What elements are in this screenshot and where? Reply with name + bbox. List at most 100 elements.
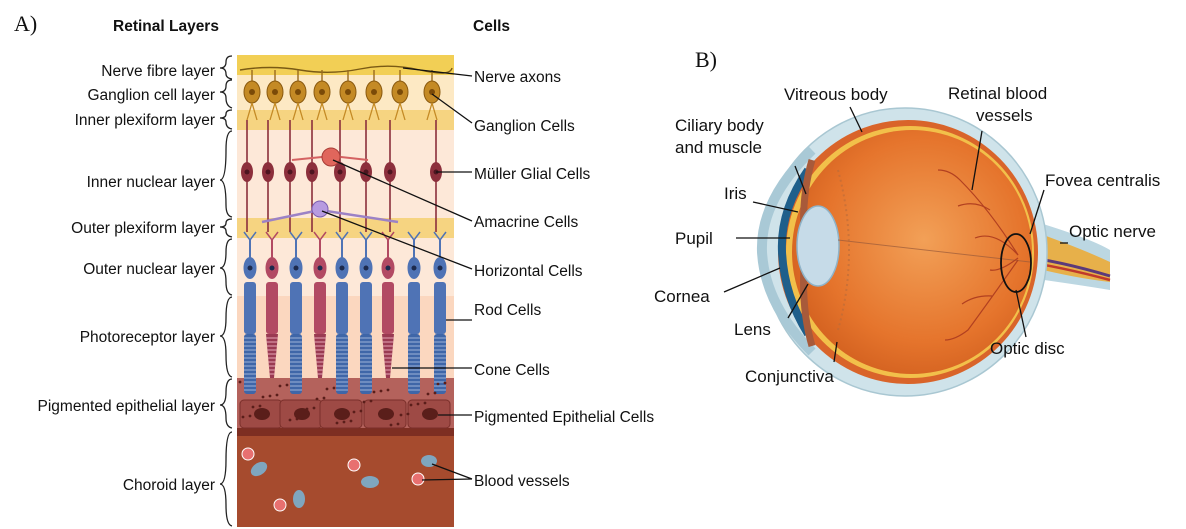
layer-label: Pigmented epithelial layer xyxy=(38,398,216,415)
label-vitreous-body: Vitreous body xyxy=(784,85,888,104)
brace-inner-nuclear xyxy=(220,131,232,217)
cell-label: Rod Cells xyxy=(474,302,541,319)
label-optic-nerve: Optic nerve xyxy=(1069,222,1156,241)
pigment-granule xyxy=(289,419,292,422)
pigment-granule xyxy=(350,420,353,423)
pigment-cell-nucleus xyxy=(378,408,394,420)
photoreceptor-nucleolus xyxy=(386,266,391,271)
photoreceptor-nucleolus xyxy=(364,266,369,271)
layer-label: Outer plexiform layer xyxy=(71,220,215,237)
cell-label: Amacrine Cells xyxy=(474,214,578,231)
ganglion-nucleus xyxy=(397,89,403,95)
pigment-granule xyxy=(336,422,339,425)
bipolar-nucleus xyxy=(288,170,293,175)
pigment-granule xyxy=(286,384,289,387)
layer-label: Nerve fibre layer xyxy=(101,63,215,80)
photoreceptor-nucleolus xyxy=(294,266,299,271)
blood-cell xyxy=(293,490,305,508)
cells-header: Cells xyxy=(473,18,510,35)
photoreceptor-inner-segment xyxy=(290,282,302,334)
photoreceptor-inner-segment xyxy=(434,282,446,334)
label-ciliary-body: Ciliary body xyxy=(675,116,764,135)
nerve-fibre-band xyxy=(237,55,454,75)
blood-cell xyxy=(361,476,379,488)
pigment-granule xyxy=(397,423,400,426)
pigment-granule xyxy=(407,413,410,416)
brace-ganglion xyxy=(220,80,232,108)
pigment-granule xyxy=(437,383,440,386)
pigment-granule xyxy=(417,403,420,406)
pigment-granule xyxy=(370,400,373,403)
cell-labels: Nerve axons Ganglion Cells Müller Glial … xyxy=(474,69,654,490)
pigment-granule xyxy=(296,418,299,421)
brace-nerve-fibre xyxy=(220,56,232,79)
photoreceptor-nucleolus xyxy=(248,266,253,271)
cell-label: Cone Cells xyxy=(474,362,550,379)
red-blood-cell xyxy=(242,448,254,460)
bipolar-nucleus xyxy=(388,170,393,175)
pigment-granule xyxy=(427,393,430,396)
pigment-granule xyxy=(424,402,427,405)
cell-label: Horizontal Cells xyxy=(474,263,583,280)
brace-choroid xyxy=(220,432,232,526)
photoreceptor-inner-segment xyxy=(360,282,372,334)
pigment-granule xyxy=(326,388,329,391)
pigment-granule xyxy=(360,410,363,413)
red-blood-cell xyxy=(348,459,360,471)
layer-label: Choroid layer xyxy=(123,477,215,494)
pigment-granule xyxy=(380,390,383,393)
pigment-granule xyxy=(262,396,265,399)
brace-outer-plexiform xyxy=(220,219,232,237)
pigment-granule xyxy=(269,395,272,398)
rod-outer-segment xyxy=(434,334,446,394)
photoreceptor-inner-segment xyxy=(382,282,394,334)
brace-photoreceptor xyxy=(220,297,232,377)
layer-label: Inner plexiform layer xyxy=(75,112,215,129)
label-lens: Lens xyxy=(734,320,771,339)
brace-pigment xyxy=(220,379,232,428)
photoreceptor-inner-segment xyxy=(266,282,278,334)
layer-label: Ganglion cell layer xyxy=(87,87,215,104)
pigment-granule xyxy=(333,387,336,390)
brace-inner-plexiform xyxy=(220,110,232,129)
photoreceptor-inner-segment xyxy=(314,282,326,334)
layer-label: Outer nuclear layer xyxy=(83,261,215,278)
ganglion-nucleus xyxy=(295,89,301,95)
photoreceptor-inner-segment xyxy=(408,282,420,334)
ganglion-nucleus xyxy=(319,89,325,95)
ganglion-nucleus xyxy=(249,89,255,95)
bipolar-nucleus xyxy=(266,170,271,175)
lens xyxy=(797,206,839,286)
panel-b: B) xyxy=(654,47,1160,396)
label-optic-disc: Optic disc xyxy=(990,339,1065,358)
pigment-granule xyxy=(410,404,413,407)
ganglion-nucleus xyxy=(272,89,278,95)
pigment-granule xyxy=(363,401,366,404)
horizontal-cell xyxy=(312,201,328,217)
rod-outer-segment xyxy=(408,334,420,394)
layer-braces xyxy=(220,56,232,526)
rod-outer-segment xyxy=(360,334,372,394)
layer-label: Inner nuclear layer xyxy=(87,174,215,191)
label-ciliary-muscle: and muscle xyxy=(675,138,762,157)
cell-label: Blood vessels xyxy=(474,473,570,490)
bruchs-membrane xyxy=(237,428,454,436)
cell-label: Pigmented Epithelial Cells xyxy=(474,409,654,426)
label-retinal-vessels: Retinal blood xyxy=(948,84,1047,103)
pigment-granule xyxy=(306,408,309,411)
ganglion-nucleus xyxy=(345,89,351,95)
label-cornea: Cornea xyxy=(654,287,710,306)
label-retinal-vessels-2: vessels xyxy=(976,106,1033,125)
cell-label: Müller Glial Cells xyxy=(474,166,591,183)
rod-outer-segment xyxy=(290,334,302,394)
retinal-layers-header: Retinal Layers xyxy=(113,18,219,35)
pigment-granule xyxy=(259,405,262,408)
label-iris: Iris xyxy=(724,184,747,203)
pigment-granule xyxy=(373,391,376,394)
photoreceptor-nucleolus xyxy=(412,266,417,271)
bipolar-nucleus xyxy=(338,170,343,175)
pigment-granule xyxy=(252,406,255,409)
amacrine-cell xyxy=(322,148,340,166)
label-fovea-centralis: Fovea centralis xyxy=(1045,171,1160,190)
